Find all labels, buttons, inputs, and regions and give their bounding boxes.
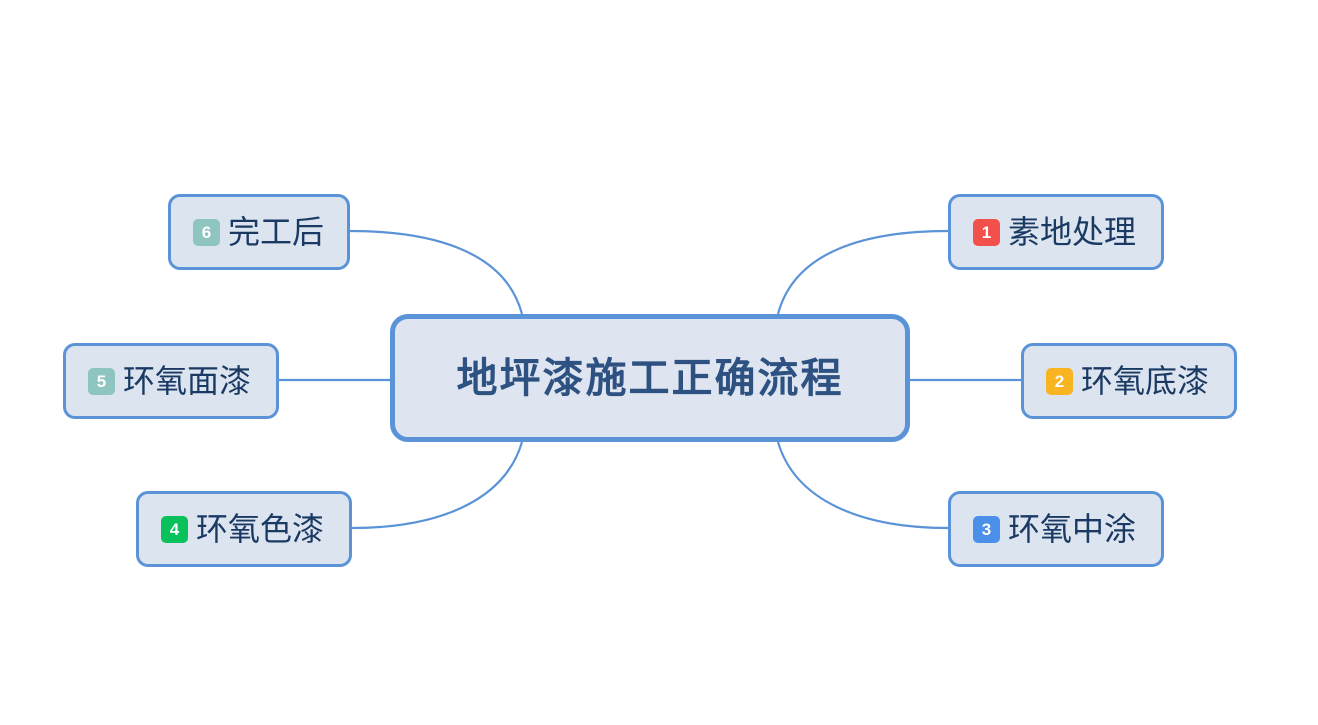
center-node-title: 地坪漆施工正确流程 [456, 354, 844, 401]
branch-label-1: 素地处理 [1008, 214, 1137, 250]
edge-to-node-3 [776, 441, 949, 530]
branch-label-5: 环氧面漆 [123, 363, 252, 399]
branch-node-2[interactable]: 2 环氧底漆 [1021, 343, 1237, 419]
branch-node-1[interactable]: 1 素地处理 [948, 194, 1164, 270]
branch-label-3: 环氧中涂 [1008, 511, 1137, 547]
branch-number-badge-6: 6 [193, 218, 220, 246]
branch-node-4[interactable]: 4 环氧色漆 [136, 491, 352, 567]
edge-to-node-6 [349, 229, 524, 315]
branch-label-6: 完工后 [228, 214, 325, 250]
branch-node-6[interactable]: 6 完工后 [168, 194, 350, 270]
branch-label-4: 环氧色漆 [196, 511, 325, 547]
branch-node-5[interactable]: 5 环氧面漆 [63, 343, 279, 419]
branch-node-3[interactable]: 3 环氧中涂 [948, 491, 1164, 567]
branch-number-badge-4: 4 [161, 515, 188, 543]
edge-to-node-4 [351, 441, 524, 530]
branch-label-2: 环氧底漆 [1081, 363, 1210, 399]
edge-to-node-1 [776, 229, 949, 315]
branch-number-badge-1: 1 [973, 218, 1000, 246]
center-node[interactable]: 地坪漆施工正确流程 [390, 314, 910, 442]
branch-number-badge-3: 3 [973, 515, 1000, 543]
branch-number-badge-2: 2 [1046, 367, 1073, 395]
branch-number-badge-5: 5 [88, 367, 115, 395]
